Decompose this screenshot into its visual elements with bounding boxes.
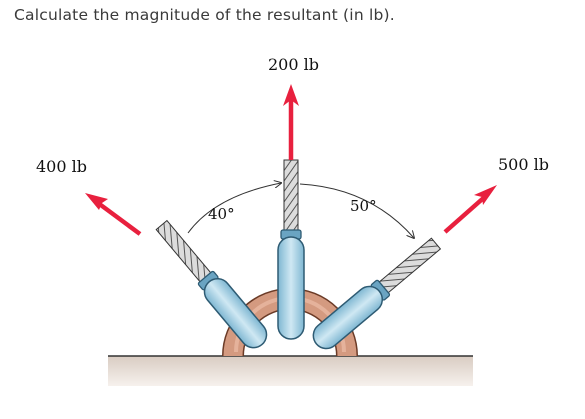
- question-text: Calculate the magnitude of the resultant…: [14, 6, 395, 24]
- middle-rod: [277, 159, 305, 340]
- force-label-left: 400 lb: [36, 157, 87, 176]
- ground: [108, 356, 473, 386]
- right-rod: [312, 237, 442, 350]
- force-arrow-right: [443, 185, 497, 234]
- angle-arc-left: [187, 183, 281, 234]
- angle-arc-right: [299, 183, 414, 238]
- force-label-top: 200 lb: [268, 55, 319, 74]
- force-arrow-top: [283, 84, 299, 160]
- angle-label-left: 40°: [208, 205, 235, 223]
- left-rod: [155, 219, 268, 349]
- force-label-right: 500 lb: [498, 155, 549, 174]
- force-arrow-left: [85, 193, 142, 236]
- angle-label-right: 50°: [350, 197, 377, 215]
